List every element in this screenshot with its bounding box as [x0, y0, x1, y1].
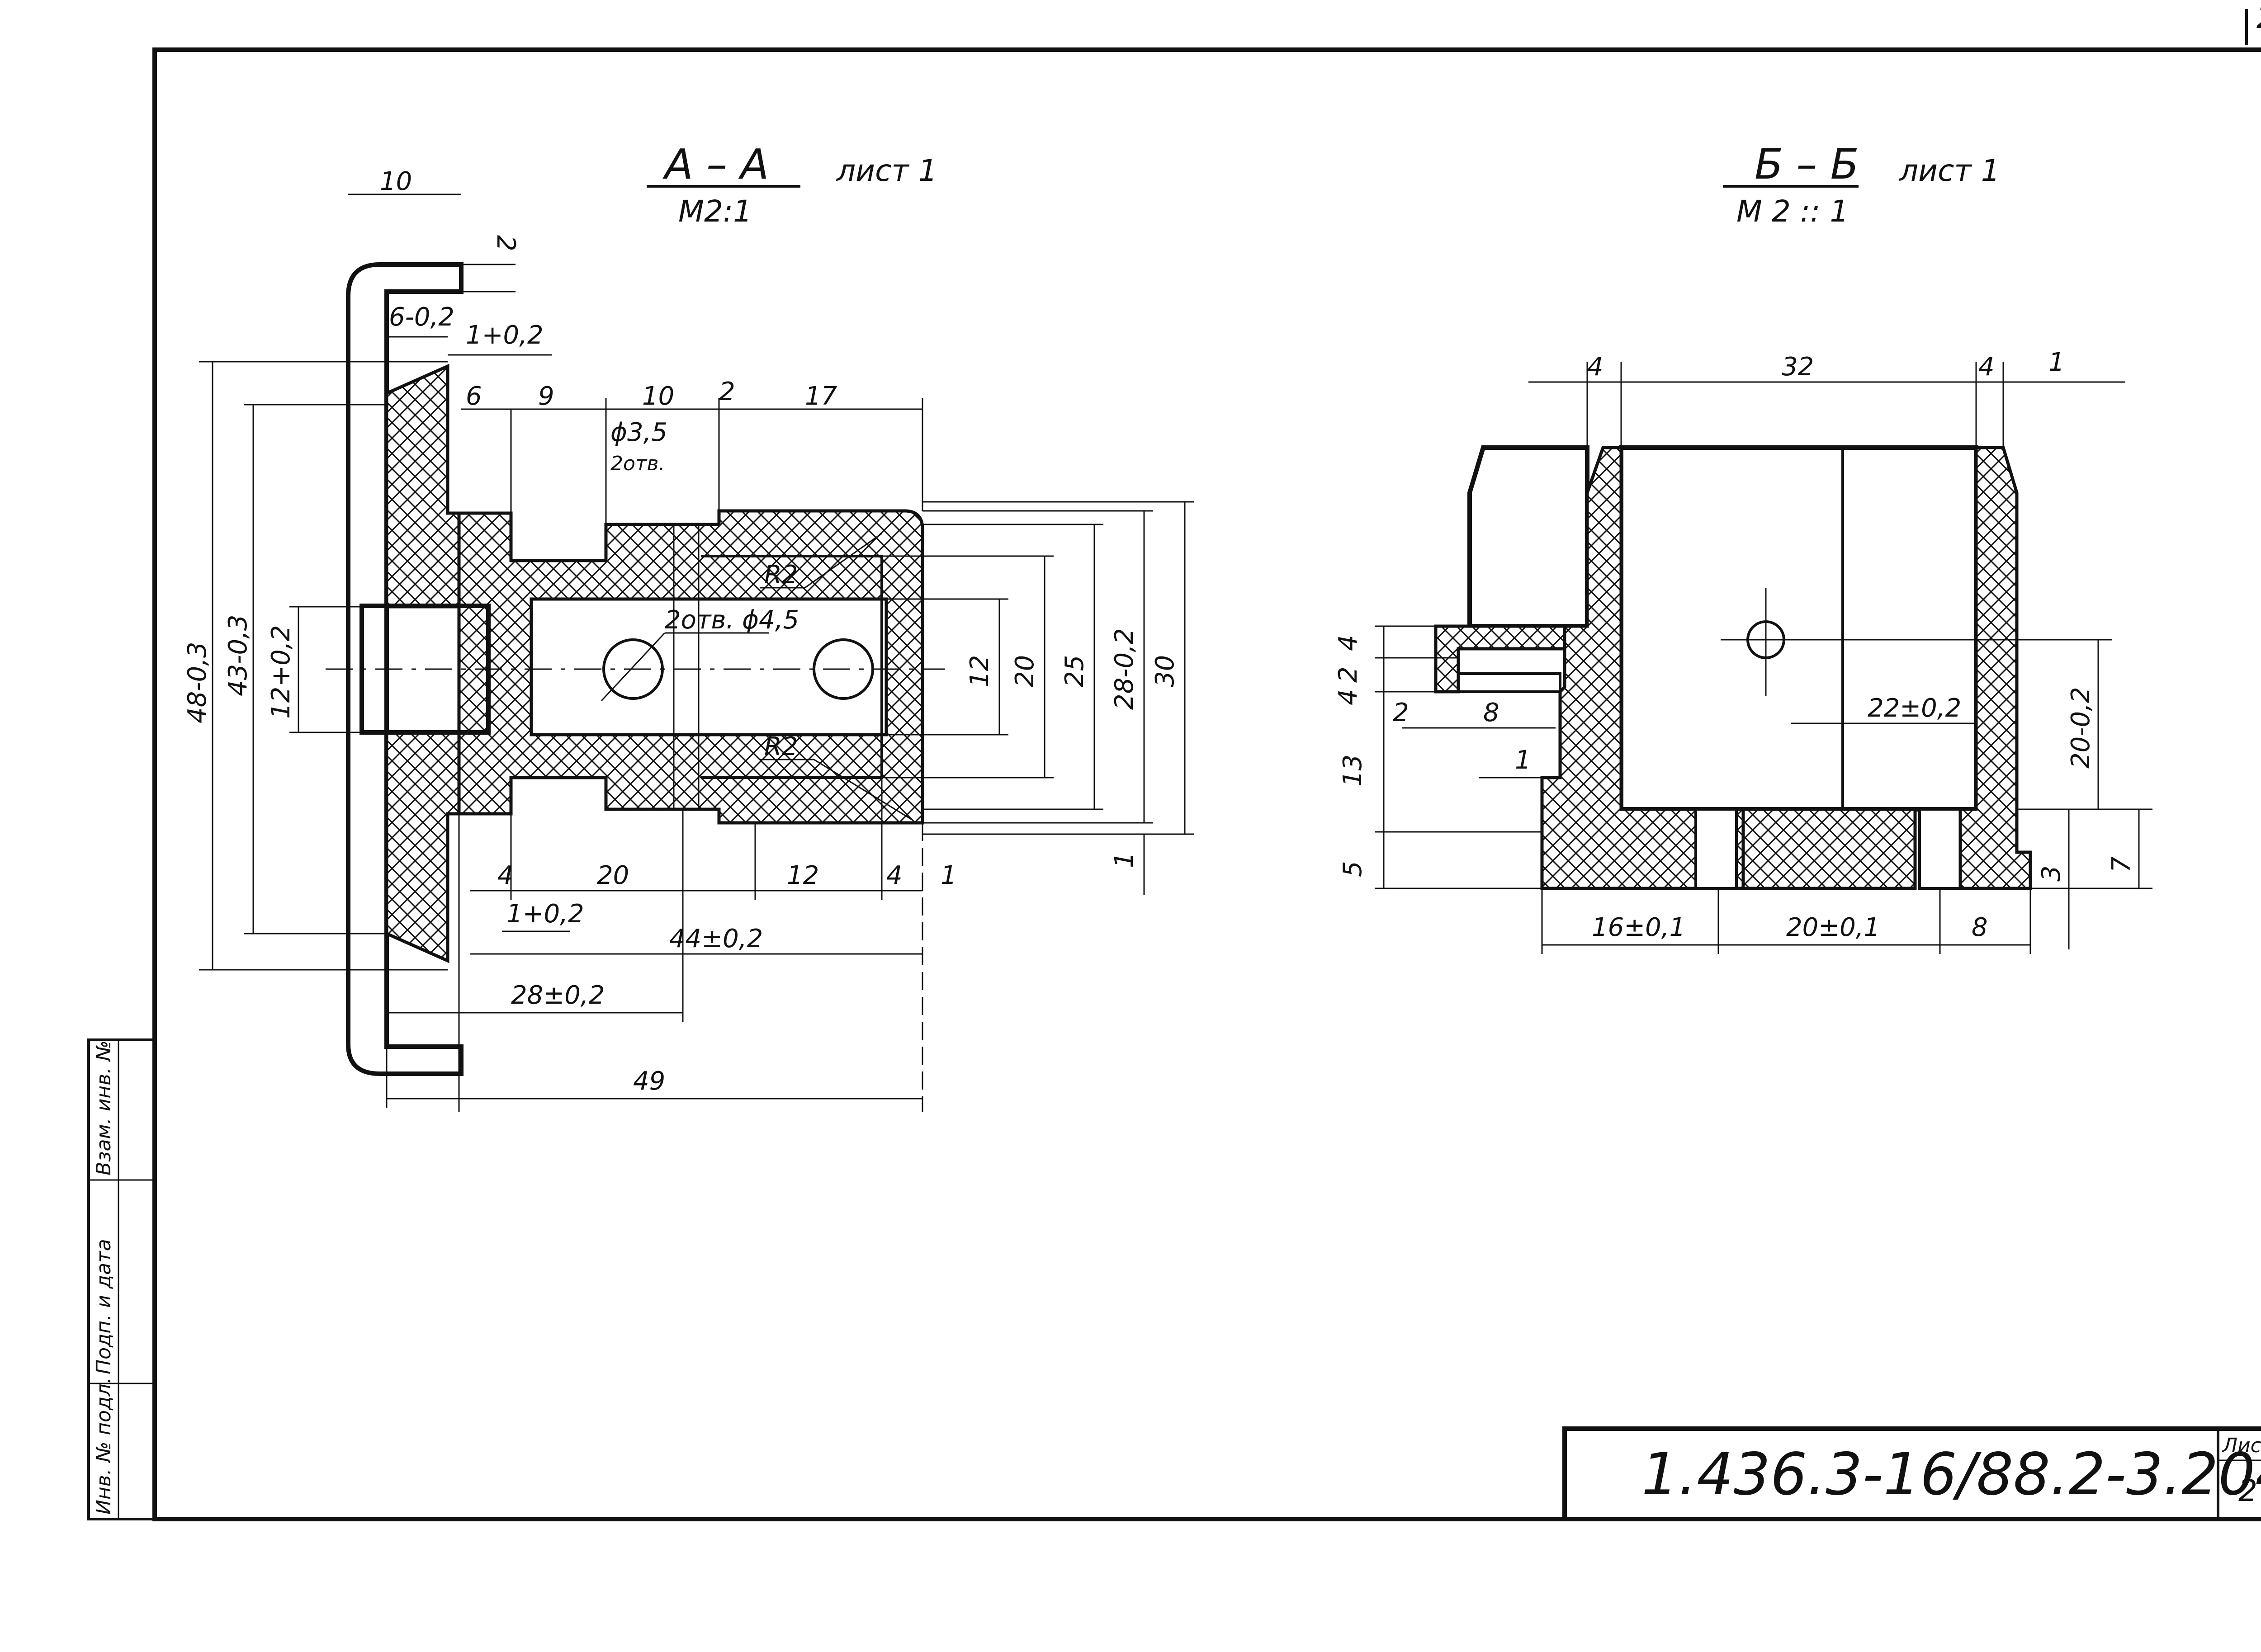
bb-dim-4b-left: 4: [1334, 689, 1363, 705]
aa-t-head: [359, 604, 491, 735]
aa-dim-30: 30: [1150, 655, 1180, 687]
aa-dim-20: 20: [1010, 655, 1040, 687]
aa-r2-top: R2: [764, 560, 798, 590]
stamp-sign-date: Подп. и дата: [92, 1239, 115, 1374]
bb-dim-7-right: 7: [2107, 856, 2136, 873]
bb-upper-left-block: [1467, 445, 1589, 628]
aa-dim-12-bottom: 12: [787, 861, 819, 890]
bb-center-plate: [1619, 445, 1978, 812]
bb-dim-4-left-top: 4: [1587, 352, 1604, 382]
doc-number: 1.436.3-16/88.2-3.204: [1641, 1441, 2261, 1508]
aa-r2-bot: R2: [764, 732, 798, 761]
aa-dim-10-top: 10: [380, 167, 412, 196]
aa-holes-2-small: 2отв.: [610, 452, 665, 475]
aa-dim-9: 9: [538, 382, 554, 411]
aa-lower-wedge: [385, 731, 461, 963]
section-aa: А – А М2:1 лист 1 10 2 6-0,2: [183, 140, 1194, 1112]
bb-bottom-mid: [1741, 807, 1917, 890]
aa-dim-4-bottom: 4: [497, 861, 514, 890]
sheet-label: Лист: [2222, 1434, 2261, 1457]
aa-dim-49: 49: [633, 1067, 665, 1096]
bb-dim-13: 13: [1338, 755, 1367, 787]
bb-slot-right: [1918, 808, 1962, 890]
aa-dim-1-02-top: 1+0,2: [466, 321, 544, 350]
stamp-replaced-inv: Взам. инв. №: [92, 1040, 115, 1175]
corner-number: 27: [2256, 0, 2261, 35]
aa-dim-6: 6: [466, 382, 482, 411]
aa-phi-3-5: ϕ3,5: [610, 418, 667, 447]
aa-dim-12-02: 12+0,2: [266, 625, 296, 719]
bb-dim-20-right: 20-0,2: [2066, 687, 2095, 769]
bb-dim-32: 32: [1782, 352, 1814, 382]
aa-central-body: [457, 509, 924, 825]
bb-dim-8-inner: 8: [1483, 698, 1499, 727]
section-bb-title: Б – Б: [1755, 140, 1859, 189]
aa-dim-12: 12: [965, 655, 994, 687]
stamp-inv-no: Инв. № подл.: [92, 1377, 115, 1515]
aa-dim-48: 48-0,3: [183, 642, 212, 723]
bb-dim-22: 22±0,2: [1868, 694, 1961, 723]
aa-dim-28-bottom: 28±0,2: [511, 981, 605, 1010]
aa-dim-44: 44±0,2: [669, 924, 763, 953]
aa-dim-4r-bottom: 4: [886, 861, 903, 890]
bb-dim-2-left: 2: [1334, 666, 1363, 683]
aa-dim-28: 28-0,2: [1110, 628, 1139, 710]
aa-dim-2-top: 2: [491, 235, 520, 251]
aa-dim-1-right: 1: [1110, 852, 1139, 868]
bb-right-wall: [1958, 446, 2032, 890]
aa-dim-1-02-bottom: 1+0,2: [506, 899, 584, 929]
bb-dim-4-left: 4: [1334, 635, 1363, 651]
bb-slot-left: [1694, 808, 1738, 890]
side-stamp: Инв. № подл. Подп. и дата Взам. инв. №: [87, 1038, 156, 1520]
aa-dim-25: 25: [1060, 655, 1089, 687]
bb-dim-1-top: 1: [2048, 348, 2065, 377]
bb-dim-3-right: 3: [2037, 865, 2066, 882]
bb-dim-5: 5: [1338, 861, 1367, 877]
section-bb-sheet-ref: лист 1: [1898, 153, 2000, 188]
aa-dim-43: 43-0,3: [223, 614, 253, 696]
section-aa-sheet-ref: лист 1: [836, 153, 937, 188]
aa-dim-2-mid: 2: [719, 377, 735, 406]
aa-dim-17: 17: [805, 382, 837, 411]
section-aa-title: А – А: [662, 140, 769, 189]
sheet-number: 2: [2238, 1473, 2257, 1508]
bb-dim-2-inner: 2: [1393, 698, 1409, 727]
aa-outer-clip: [346, 262, 464, 1076]
aa-upper-wedge: [385, 363, 461, 609]
bb-dim-4-right-top: 4: [1978, 352, 1995, 382]
section-bb: Б – Б М 2 :: 1 лист 1 4 32 4 1: [1334, 140, 2152, 954]
title-block: 1.436.3-16/88.2-3.204 Лист 2: [1562, 1426, 2261, 1521]
bb-dim-1-inner: 1: [1515, 746, 1531, 775]
aa-right-inner-frame: [701, 555, 883, 779]
section-bb-scale: М 2 :: 1: [1736, 194, 1849, 229]
aa-dim-20-bottom: 20: [597, 861, 629, 890]
aa-dim-1-bottom: 1: [941, 861, 957, 890]
section-aa-scale: М2:1: [678, 194, 752, 229]
bb-dim-8-bottom: 8: [1972, 913, 1988, 942]
aa-dim-10-mid: 10: [642, 382, 674, 411]
aa-holes-2-4-5: 2отв. ϕ4,5: [665, 605, 799, 635]
aa-dim-6-02: 6-0,2: [389, 302, 454, 332]
sheet-frame: [152, 47, 2261, 1521]
bb-dim-16: 16±0,1: [1592, 913, 1685, 942]
bb-dim-20-bottom: 20±0,1: [1786, 913, 1880, 942]
bb-inner-pocket: [1457, 672, 1561, 693]
